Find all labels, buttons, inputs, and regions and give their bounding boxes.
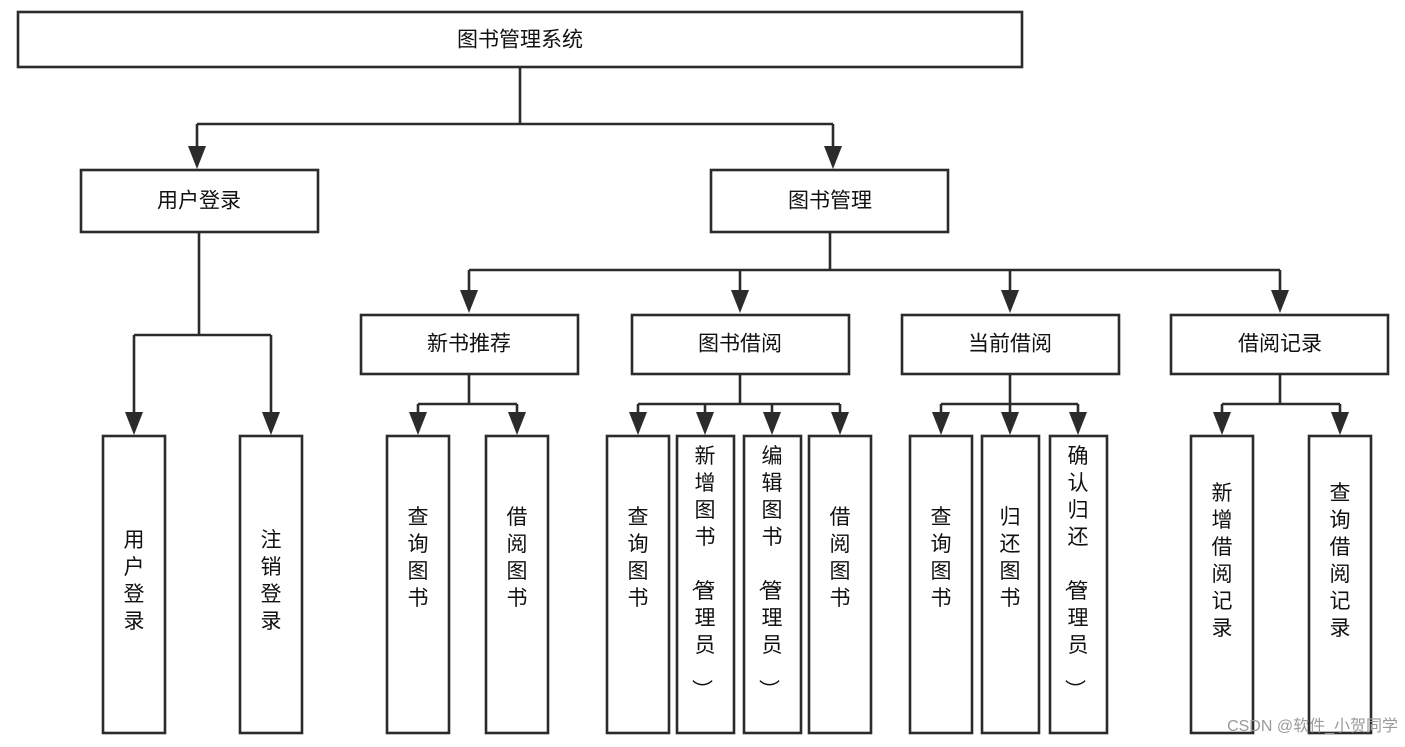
leaf-book-borrow-3-box[interactable] bbox=[742, 434, 803, 735]
arrow-head-icon bbox=[125, 412, 143, 435]
node-book-borrow[interactable]: 图书借阅 bbox=[630, 313, 851, 376]
leaf-borrow-record-1-label: 新增借阅记录 bbox=[1212, 482, 1233, 640]
connector-group-currentborrow-to-leaves bbox=[932, 374, 1087, 435]
node-current-borrow[interactable]: 当前借阅 bbox=[900, 313, 1121, 376]
node-book-manage-label: 图书管理 bbox=[788, 190, 872, 213]
leaf-book-borrow-1-box[interactable] bbox=[605, 434, 671, 735]
connector-group-newbook-to-leaves bbox=[409, 374, 526, 435]
arrow-head-icon bbox=[831, 412, 849, 435]
leaf-user-login-1-label: 用户登录 bbox=[124, 529, 145, 633]
leaf-book-borrow-4-label: 借阅图书 bbox=[830, 506, 851, 610]
node-new-book-recommend-box[interactable] bbox=[359, 313, 580, 376]
node-book-manage-box[interactable] bbox=[709, 168, 950, 234]
leaf-new-book-1-label: 查询图书 bbox=[408, 506, 429, 610]
leaf-new-book-1[interactable]: 查询图书 bbox=[385, 434, 451, 735]
leaf-borrow-record-2[interactable]: 查询借阅记录 bbox=[1307, 434, 1373, 735]
arrow-head-icon bbox=[1001, 412, 1019, 435]
arrow-head-icon bbox=[262, 412, 280, 435]
arrow-head-icon bbox=[824, 146, 842, 169]
node-book-manage[interactable]: 图书管理 bbox=[709, 168, 950, 234]
leaf-user-login-2-label: 注销登录 bbox=[261, 529, 282, 633]
node-new-book-recommend-label: 新书推荐 bbox=[427, 333, 511, 356]
leaf-current-borrow-3-box[interactable] bbox=[1048, 434, 1109, 735]
leaf-current-borrow-2[interactable]: 归还图书 bbox=[980, 434, 1041, 735]
leaf-borrow-record-2-label: 查询借阅记录 bbox=[1330, 482, 1351, 640]
arrow-head-icon bbox=[932, 412, 950, 435]
arrow-head-icon bbox=[1069, 412, 1087, 435]
connector-group-bookmanage-to-level3 bbox=[460, 232, 1289, 313]
node-borrow-record[interactable]: 借阅记录 bbox=[1169, 313, 1390, 376]
arrow-head-icon bbox=[508, 412, 526, 435]
node-borrow-record-label: 借阅记录 bbox=[1238, 333, 1322, 356]
arrow-head-icon bbox=[409, 412, 427, 435]
leaf-borrow-record-1-box[interactable] bbox=[1189, 434, 1255, 735]
node-book-borrow-label: 图书借阅 bbox=[698, 333, 782, 356]
connector-group-borrowrecord-to-leaves bbox=[1213, 374, 1349, 435]
node-root-system-label: 图书管理系统 bbox=[457, 29, 583, 52]
leaf-book-borrow-1-label: 查询图书 bbox=[628, 506, 649, 610]
connector-group-root-to-level2 bbox=[188, 67, 842, 169]
watermark-label: CSDN @软件_小贺同学 bbox=[1227, 717, 1398, 735]
leaf-user-login-1-box[interactable] bbox=[101, 434, 167, 735]
leaf-book-borrow-2[interactable]: 新增图书（管理员） bbox=[675, 434, 736, 735]
leaf-current-borrow-2-label: 归还图书 bbox=[1000, 506, 1021, 610]
leaf-user-login-2-box[interactable] bbox=[238, 434, 304, 735]
leaf-book-borrow-3-label: 编辑图书（管理员） bbox=[757, 445, 783, 700]
arrow-head-icon bbox=[1213, 412, 1231, 435]
arrow-head-icon bbox=[731, 290, 749, 313]
arrow-head-icon bbox=[629, 412, 647, 435]
leaf-book-borrow-4-box[interactable] bbox=[807, 434, 873, 735]
leaf-new-book-1-box[interactable] bbox=[385, 434, 451, 735]
arrow-head-icon bbox=[188, 146, 206, 169]
node-borrow-record-box[interactable] bbox=[1169, 313, 1390, 376]
leaf-user-login-1[interactable]: 用户登录 bbox=[101, 434, 167, 735]
leaf-user-login-2[interactable]: 注销登录 bbox=[238, 434, 304, 735]
leaf-new-book-2-label: 借阅图书 bbox=[507, 506, 528, 610]
leaf-current-borrow-1[interactable]: 查询图书 bbox=[908, 434, 974, 735]
arrow-head-icon bbox=[460, 290, 478, 313]
arrow-head-icon bbox=[1331, 412, 1349, 435]
node-book-borrow-box[interactable] bbox=[630, 313, 851, 376]
connector-group-userlogin-to-leaves bbox=[125, 232, 280, 435]
leaf-new-book-2-box[interactable] bbox=[484, 434, 550, 735]
leaf-current-borrow-3[interactable]: 确认归还（管理员） bbox=[1048, 434, 1109, 735]
connector-group-bookborrow-to-leaves bbox=[629, 374, 849, 435]
leaf-current-borrow-3-label: 确认归还（管理员） bbox=[1063, 445, 1089, 700]
leaf-current-borrow-1-box[interactable] bbox=[908, 434, 974, 735]
node-current-borrow-box[interactable] bbox=[900, 313, 1121, 376]
leaf-borrow-record-1[interactable]: 新增借阅记录 bbox=[1189, 434, 1255, 735]
node-root-system[interactable]: 图书管理系统 bbox=[16, 10, 1024, 69]
arrow-head-icon bbox=[763, 412, 781, 435]
arrow-head-icon bbox=[1001, 290, 1019, 313]
leaf-borrow-record-2-box[interactable] bbox=[1307, 434, 1373, 735]
arrow-head-icon bbox=[696, 412, 714, 435]
node-user-login-box[interactable] bbox=[79, 168, 320, 234]
leaf-current-borrow-2-box[interactable] bbox=[980, 434, 1041, 735]
node-user-login[interactable]: 用户登录 bbox=[79, 168, 320, 234]
leaf-book-borrow-3[interactable]: 编辑图书（管理员） bbox=[742, 434, 803, 735]
node-user-login-label: 用户登录 bbox=[157, 190, 241, 213]
node-root-system-box[interactable] bbox=[16, 10, 1024, 69]
leaf-book-borrow-2-box[interactable] bbox=[675, 434, 736, 735]
leaf-new-book-2[interactable]: 借阅图书 bbox=[484, 434, 550, 735]
leaf-book-borrow-1[interactable]: 查询图书 bbox=[605, 434, 671, 735]
leaf-book-borrow-4[interactable]: 借阅图书 bbox=[807, 434, 873, 735]
node-new-book-recommend[interactable]: 新书推荐 bbox=[359, 313, 580, 376]
leaf-current-borrow-1-label: 查询图书 bbox=[931, 506, 952, 610]
leaf-book-borrow-2-label: 新增图书（管理员） bbox=[690, 445, 716, 700]
arrow-head-icon bbox=[1271, 290, 1289, 313]
node-current-borrow-label: 当前借阅 bbox=[968, 333, 1052, 356]
